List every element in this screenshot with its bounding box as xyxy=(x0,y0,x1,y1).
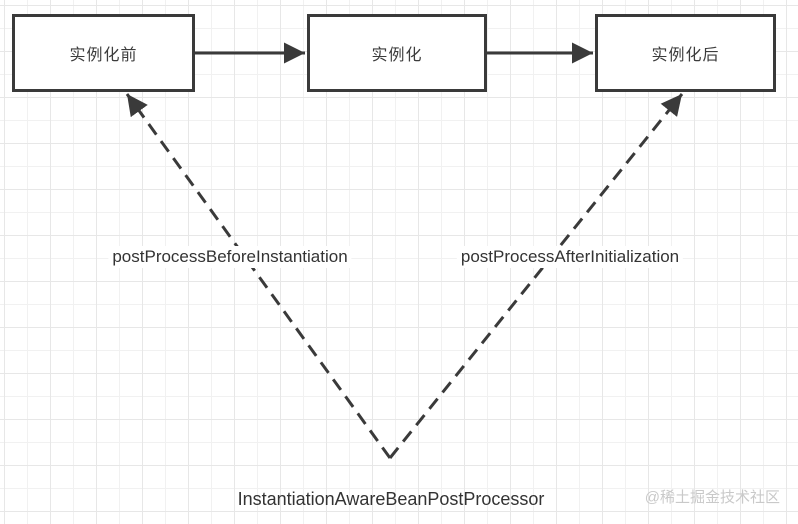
node-after-instantiation: 实例化后 xyxy=(595,14,776,92)
juejin-watermark: @稀土掘金技术社区 xyxy=(644,489,780,506)
node-after-instantiation-label: 实例化后 xyxy=(651,47,720,64)
edge-label-post-process-before-instantiation: postProcessBeforeInstantiation xyxy=(108,246,352,268)
edge-label-post-process-after-initialization: postProcessAfterInitialization xyxy=(456,246,684,268)
node-before-instantiation: 实例化前 xyxy=(12,14,195,92)
node-instantiation: 实例化 xyxy=(307,14,487,92)
dashed-arrow-to-box3 xyxy=(388,93,684,459)
dashed-arrow-to-box1 xyxy=(125,93,392,459)
node-before-instantiation-label: 实例化前 xyxy=(69,47,138,64)
instantiation-aware-bean-post-processor-label: InstantiationAwareBeanPostProcessor xyxy=(237,489,545,509)
node-instantiation-label: 实例化 xyxy=(371,47,423,64)
